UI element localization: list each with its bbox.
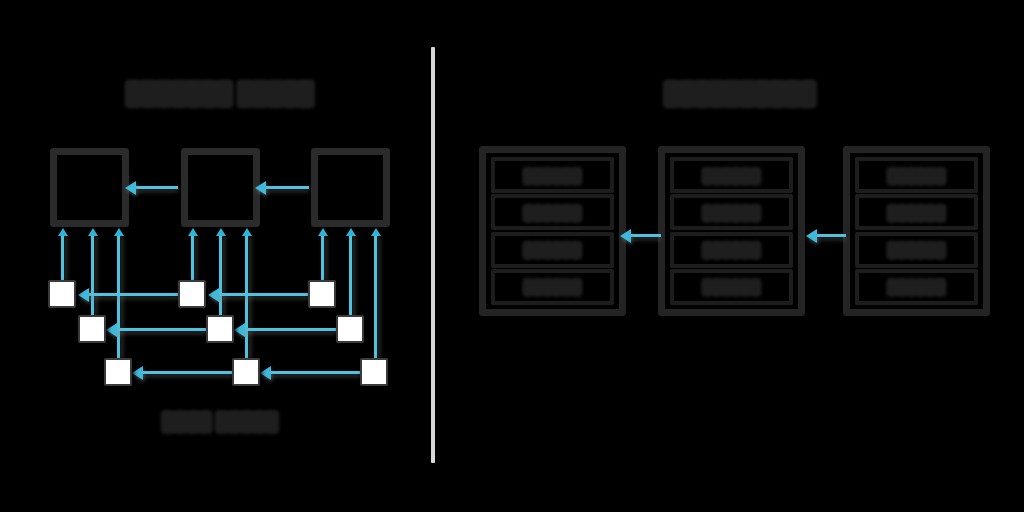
top-box-2[interactable] [181,148,260,227]
left-panel-caption: ████ █████ [60,410,380,434]
row3-arrow-c-head [260,366,271,380]
stack-2-row-3-label: ██████ [702,242,761,258]
vconn-b2-a [191,236,194,282]
stack-3-row-2-label: ██████ [887,204,946,220]
stack-2-row-1[interactable]: ██████ [670,157,793,193]
vertical-divider [431,47,435,463]
stack-2-row-2-label: ██████ [702,204,761,220]
left-panel-title: ███████ █████ [40,81,400,107]
top-box-3[interactable] [311,148,390,227]
stack-2-row-3[interactable]: ██████ [670,231,793,268]
stack-arrow-3-to-2-head [806,229,817,243]
top-box-1[interactable] [50,148,129,227]
node-row3-col2[interactable] [232,358,260,386]
row2-arrow-c-head [234,323,245,337]
top-box-arrow-2-to-1-head [125,181,136,195]
stack-3-row-2[interactable]: ██████ [855,194,978,231]
vconn-b3-a-head [318,228,328,236]
row3-arrow-b-line [142,371,234,374]
row1-arrow-b-line [88,293,181,296]
stack-1-row-1-label: ██████ [523,167,582,183]
stack-3-row-1-label: ██████ [887,167,946,183]
vconn-b1-c [117,236,120,360]
stack-1-row-2[interactable]: ██████ [491,194,614,231]
row2-arrow-c-line [244,328,338,331]
stack-1-row-2-label: ██████ [523,204,582,220]
top-box-arrow-2-to-1-line [136,186,178,189]
vconn-b2-c-head [242,228,252,236]
left-panel-caption-text: ████ █████ [162,412,278,431]
vconn-b1-b [91,236,94,317]
row3-arrow-c-line [270,371,362,374]
stack-3-row-4[interactable]: ██████ [855,268,978,305]
stack-arrow-3-to-2-line [817,234,846,237]
row1-arrow-c-head [208,288,219,302]
stack-3-row-1[interactable]: ██████ [855,157,978,193]
stack-1-row-1[interactable]: ██████ [491,157,614,193]
stack-2-row-2[interactable]: ██████ [670,194,793,231]
stack-arrow-2-to-1-line [631,234,661,237]
row2-arrow-b-line [116,328,208,331]
stack-arrow-2-to-1-head [620,229,631,243]
stack-box-3[interactable]: ██████ ██████ ██████ ██████ [843,146,990,316]
vconn-b3-b [349,236,352,317]
node-row3-col3[interactable] [360,358,388,386]
vconn-b2-b [219,236,222,317]
vconn-b1-b-head [88,228,98,236]
node-row1-col1[interactable] [48,280,76,308]
stack-3-row-3-label: ██████ [887,242,946,258]
vconn-b3-b-head [346,228,356,236]
stack-1-row-3[interactable]: ██████ [491,231,614,268]
stack-box-2[interactable]: ██████ ██████ ██████ ██████ [658,146,805,316]
stack-2-row-4-label: ██████ [702,279,761,295]
stack-3-row-4-label: ██████ [887,279,946,295]
stack-3-row-3[interactable]: ██████ [855,231,978,268]
row1-arrow-b-head [78,288,89,302]
top-box-arrow-3-to-2-line [266,186,309,189]
stack-2-row-4[interactable]: ██████ [670,268,793,305]
row3-arrow-b-head [132,366,143,380]
left-panel-title-text: ███████ █████ [126,82,314,105]
node-row1-col2[interactable] [178,280,206,308]
vconn-b3-c [374,236,377,360]
row1-arrow-c-line [218,293,310,296]
node-row2-col1[interactable] [78,315,106,343]
vconn-b2-a-head [188,228,198,236]
vconn-b3-c-head [371,228,381,236]
node-row1-col3[interactable] [308,280,336,308]
vconn-b3-a [321,236,324,282]
right-panel-title: ██████████ [560,81,920,107]
top-box-arrow-3-to-2-head [255,181,266,195]
vconn-b2-b-head [216,228,226,236]
node-row3-col1[interactable] [104,358,132,386]
stack-1-row-4[interactable]: ██████ [491,268,614,305]
stack-2-row-1-label: ██████ [702,167,761,183]
stack-1-row-3-label: ██████ [523,242,582,258]
stack-box-1[interactable]: ██████ ██████ ██████ ██████ [479,146,626,316]
vconn-b1-c-head [114,228,124,236]
row2-arrow-b-head [106,323,117,337]
stack-1-row-4-label: ██████ [523,279,582,295]
node-row2-col2[interactable] [206,315,234,343]
right-panel-title-text: ██████████ [664,82,816,105]
node-row2-col3[interactable] [336,315,364,343]
vconn-b1-a-head [58,228,68,236]
vconn-b1-a [61,236,64,282]
vconn-b2-c [245,236,248,360]
